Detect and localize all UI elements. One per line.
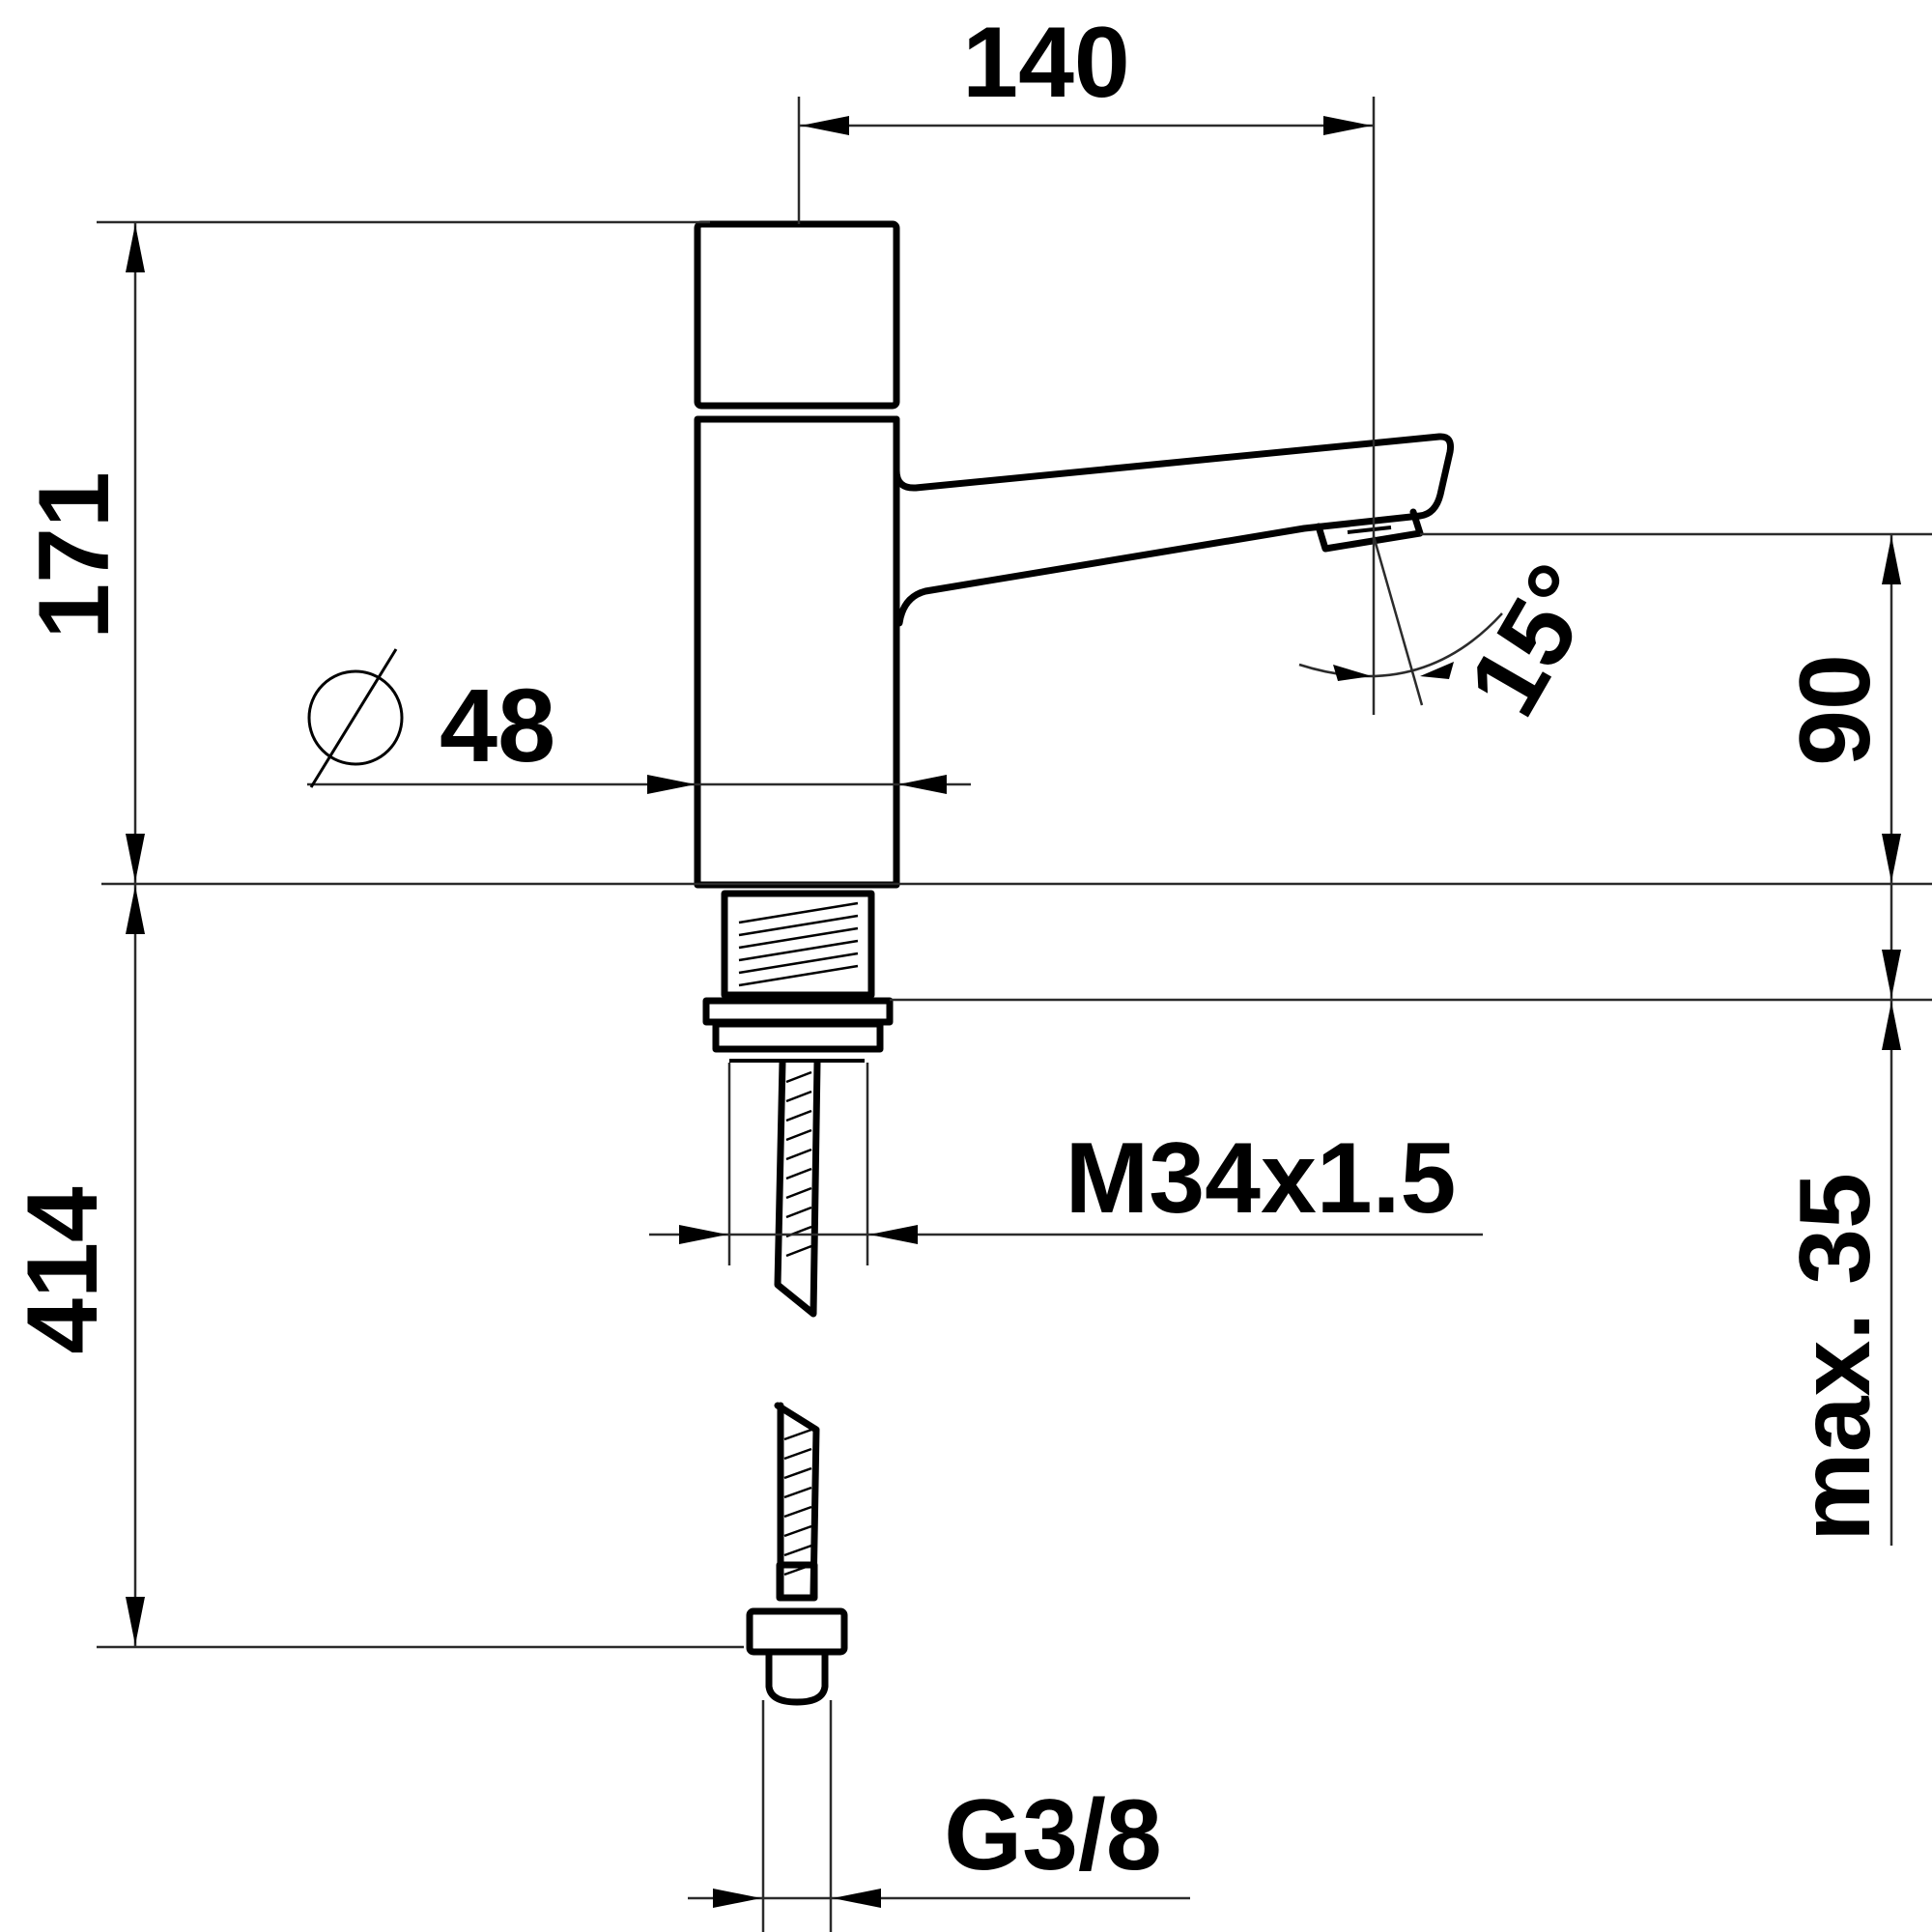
- mounting-shank: [702, 890, 894, 1063]
- dimension-connection-thread: G3/8: [688, 1700, 1190, 1932]
- height-above-deck-label: 171: [18, 471, 130, 639]
- faucet-body: [694, 220, 1454, 889]
- dimension-height-above-deck: 171: [18, 220, 710, 884]
- dimension-thread-size: M34x1.5: [649, 1063, 1483, 1265]
- mounting-washer: [702, 997, 894, 1026]
- hose-upper: [774, 1059, 821, 1318]
- spout-outlet-height-label: 90: [1779, 654, 1891, 766]
- dimension-body-diameter: 48: [307, 648, 971, 794]
- dimension-connection-length: 414: [7, 884, 744, 1649]
- dimension-spout-angle: 15°: [1298, 535, 1620, 734]
- spout-angle-label: 15°: [1447, 546, 1620, 733]
- connection-thread-label: G3/8: [944, 1779, 1161, 1891]
- hose-nut: [746, 1607, 848, 1656]
- dimension-max-deck-thickness: max. 35: [890, 884, 1932, 1546]
- spout: [893, 415, 1454, 627]
- dimension-spout-outlet-height: 90: [1420, 532, 1932, 884]
- push-button-cap: [694, 220, 900, 410]
- connection-length-label: 414: [7, 1186, 119, 1354]
- thread-size-label: M34x1.5: [1065, 1122, 1457, 1235]
- hose-end-fitting: [765, 1650, 829, 1706]
- shank-thread-hatch: [738, 901, 859, 987]
- body-cylinder: [694, 415, 900, 889]
- threaded-shank: [721, 890, 875, 999]
- diameter-symbol-icon: [307, 648, 404, 788]
- hose-crimp: [776, 1561, 818, 1602]
- spout-reach-label: 140: [962, 7, 1130, 119]
- max-deck-thickness-label: max. 35: [1779, 1173, 1891, 1542]
- supply-hose: [746, 1059, 848, 1706]
- dimension-spout-reach: 140: [797, 7, 1376, 715]
- body-diameter-label: 48: [440, 667, 555, 783]
- mounting-nut: [712, 1020, 884, 1053]
